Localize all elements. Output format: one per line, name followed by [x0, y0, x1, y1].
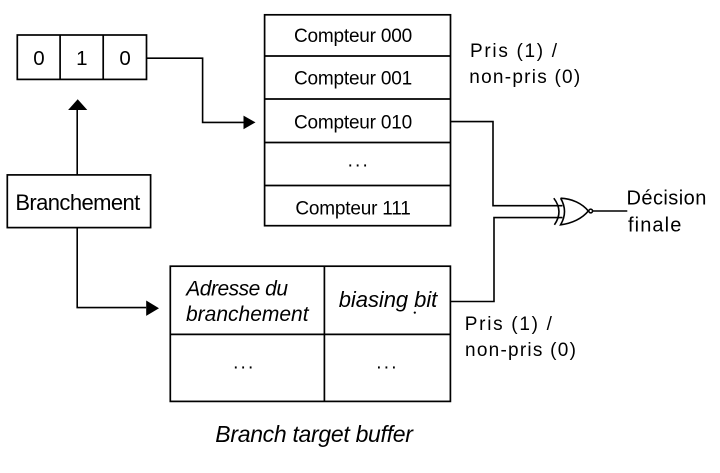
svg-text:branchement: branchement	[186, 303, 310, 326]
svg-text:finale: finale	[628, 214, 682, 236]
svg-text:Branchement: Branchement	[15, 190, 140, 215]
svg-text:...: ...	[376, 353, 398, 374]
svg-text:Décision: Décision	[627, 188, 707, 210]
svg-text:Pris (1) /: Pris (1) /	[470, 41, 559, 62]
svg-text:non-pris (0): non-pris (0)	[465, 340, 577, 361]
svg-text:...: ...	[233, 353, 255, 374]
svg-text:Adresse du: Adresse du	[184, 278, 288, 301]
svg-text:1: 1	[76, 47, 87, 70]
svg-text:non-pris (0): non-pris (0)	[469, 67, 581, 88]
svg-text:Compteur 000: Compteur 000	[294, 26, 412, 47]
svg-text:0: 0	[33, 47, 44, 70]
svg-text:Compteur 001: Compteur 001	[294, 68, 412, 89]
svg-text:Pris (1) /: Pris (1) /	[465, 314, 554, 335]
svg-text:0: 0	[119, 47, 130, 70]
svg-text:Compteur 111: Compteur 111	[295, 198, 410, 219]
svg-text:Branch target buffer: Branch target buffer	[215, 421, 414, 447]
svg-text:...: ...	[348, 150, 370, 171]
svg-text:Compteur 010: Compteur 010	[294, 112, 412, 133]
svg-text:biasing bit: biasing bit	[339, 287, 438, 312]
